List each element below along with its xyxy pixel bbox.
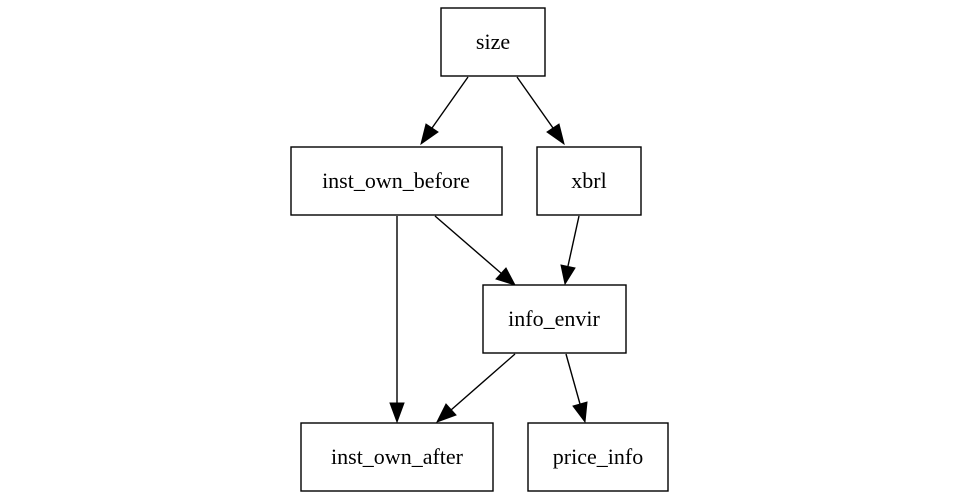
node-xbrl: xbrl <box>536 146 642 216</box>
edge-inst-own-before-to-info-envir <box>434 215 517 286</box>
node-size-label: size <box>476 29 510 54</box>
edge-xbrl-to-info-envir <box>560 215 580 286</box>
node-inst-own-before-label: inst_own_before <box>322 168 470 193</box>
node-inst-own-after-label: inst_own_after <box>331 444 464 469</box>
edge-size-to-xbrl <box>516 76 565 146</box>
node-xbrl-label: xbrl <box>571 168 606 193</box>
edge-info-envir-to-inst-own-after <box>435 353 516 423</box>
node-size: size <box>440 7 546 77</box>
edge-info-envir-to-price-info <box>565 353 588 424</box>
node-info-envir: info_envir <box>482 284 627 354</box>
node-inst-own-after: inst_own_after <box>300 422 494 492</box>
edge-inst-own-before-to-inst-own-after <box>389 216 405 424</box>
node-price-info-label: price_info <box>553 444 643 469</box>
node-price-info: price_info <box>527 422 669 492</box>
node-inst-own-before: inst_own_before <box>290 146 503 216</box>
edges <box>389 76 588 424</box>
node-info-envir-label: info_envir <box>508 306 600 331</box>
edge-size-to-inst-own-before <box>420 76 469 146</box>
